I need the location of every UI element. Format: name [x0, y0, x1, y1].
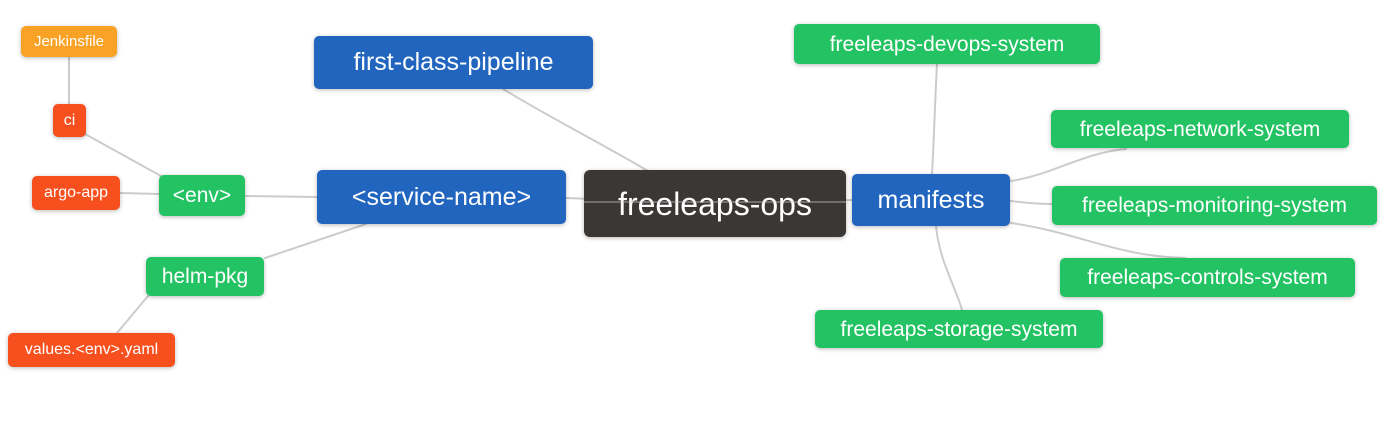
node-label: freeleaps-storage-system — [840, 317, 1078, 341]
node-root[interactable]: freeleaps-ops — [584, 170, 846, 237]
node-label: values.<env>.yaml — [24, 341, 159, 358]
node-helm[interactable]: helm-pkg — [146, 257, 264, 296]
node-label: freeleaps-network-system — [1079, 117, 1321, 141]
node-label: Jenkinsfile — [33, 33, 105, 50]
node-jenkinsfile[interactable]: Jenkinsfile — [21, 26, 117, 57]
node-label: freeleaps-monitoring-system — [1082, 194, 1347, 217]
node-label: freeleaps-ops — [618, 185, 812, 222]
node-label: ci — [63, 111, 76, 129]
node-label: manifests — [877, 185, 985, 214]
node-label: first-class-pipeline — [353, 48, 554, 76]
node-argo[interactable]: argo-app — [32, 176, 120, 210]
node-values[interactable]: values.<env>.yaml — [8, 333, 175, 367]
node-label: freeleaps-devops-system — [829, 32, 1065, 56]
node-label: <service-name> — [351, 182, 532, 211]
node-env[interactable]: <env> — [159, 175, 245, 216]
node-manifests[interactable]: manifests — [852, 174, 1010, 226]
node-monitoring[interactable]: freeleaps-monitoring-system — [1052, 186, 1377, 225]
node-ci[interactable]: ci — [53, 104, 86, 137]
node-label: helm-pkg — [161, 265, 249, 288]
node-label: freeleaps-controls-system — [1087, 266, 1328, 289]
node-fcp[interactable]: first-class-pipeline — [314, 36, 593, 89]
node-storage[interactable]: freeleaps-storage-system — [815, 310, 1103, 348]
node-label: argo-app — [43, 184, 109, 201]
node-label: <env> — [172, 184, 232, 207]
node-network[interactable]: freeleaps-network-system — [1051, 110, 1349, 148]
node-devops[interactable]: freeleaps-devops-system — [794, 24, 1100, 64]
node-service[interactable]: <service-name> — [317, 170, 566, 224]
node-controls[interactable]: freeleaps-controls-system — [1060, 258, 1355, 297]
